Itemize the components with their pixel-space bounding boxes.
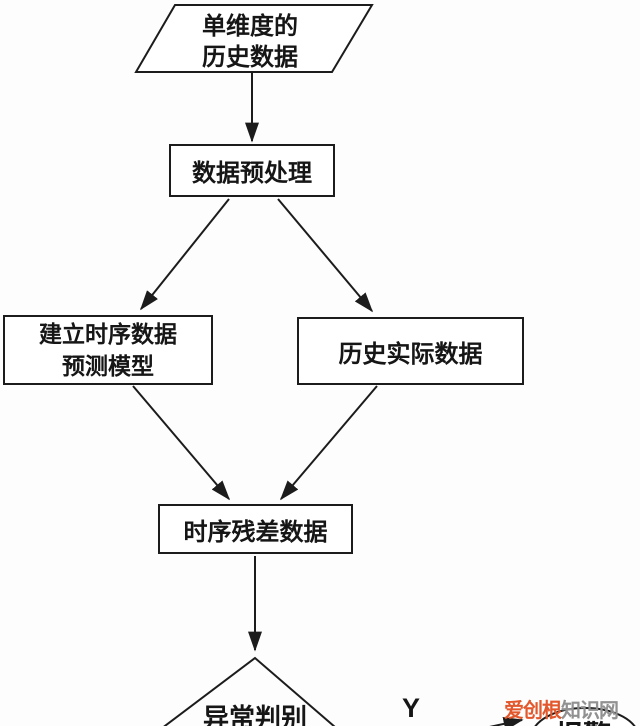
arrow-actual-to-residual bbox=[279, 385, 378, 501]
arrow-judge-to-alarm bbox=[489, 717, 524, 726]
node-preprocess-label: 数据预处理 bbox=[192, 160, 312, 187]
diamond-shape bbox=[163, 656, 336, 726]
node-input-line1: 单维度的 bbox=[202, 13, 298, 40]
node-model-line1: 建立时序数据 bbox=[39, 321, 177, 347]
node-input-label: 单维度的 历史数据 bbox=[140, 11, 360, 73]
arrow-model-to-residual bbox=[132, 385, 231, 501]
node-judge-label: 异常判别 bbox=[202, 703, 307, 726]
parallelogram-shape bbox=[134, 4, 374, 73]
node-model: 建立时序数据 预测模型 bbox=[3, 315, 213, 385]
node-preprocess: 数据预处理 bbox=[169, 144, 335, 197]
edge-yes-label: Y bbox=[401, 693, 420, 723]
node-residual-label: 时序残差数据 bbox=[183, 518, 328, 546]
watermark-suffix: 知识网 bbox=[561, 700, 619, 722]
node-model-line2: 预测模型 bbox=[62, 353, 154, 379]
alarm-ellipse-shape bbox=[534, 707, 636, 726]
node-actual-label: 历史实际数据 bbox=[338, 340, 483, 368]
arrow-preprocess-to-actual bbox=[277, 198, 374, 313]
node-residual: 时序残差数据 bbox=[158, 504, 353, 554]
watermark-brand: 爱创根 bbox=[504, 700, 562, 722]
arrow-preprocess-to-model bbox=[140, 198, 230, 311]
watermark: 爱创根知识网 bbox=[504, 694, 619, 722]
node-alarm-label: 报警 bbox=[523, 714, 640, 726]
node-input-line2: 历史数据 bbox=[202, 44, 298, 71]
node-actual: 历史实际数据 bbox=[297, 317, 524, 385]
